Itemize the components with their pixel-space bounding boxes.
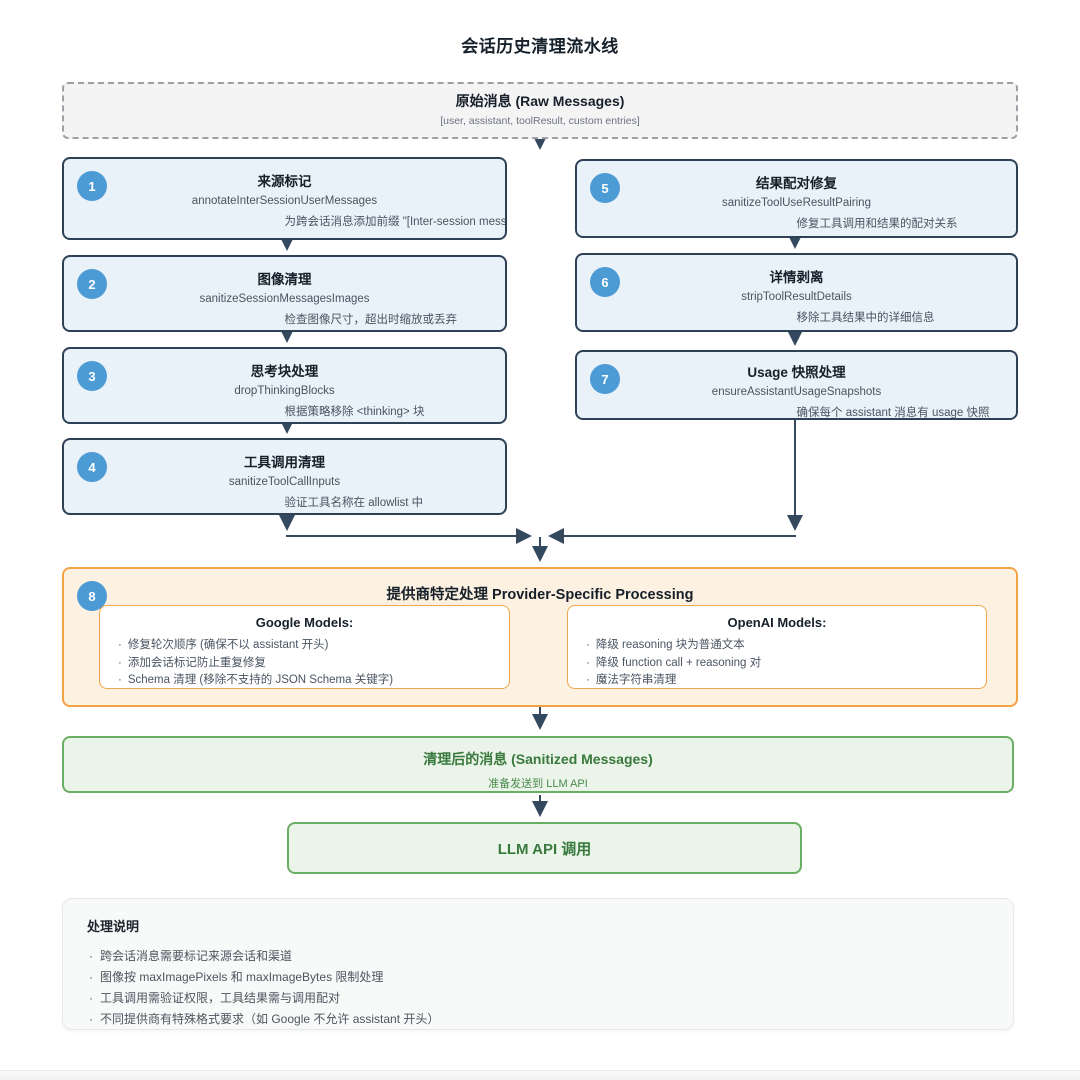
step-2-number-badge: 2 [77,269,107,299]
step-5-function: sanitizeToolUseResultPairing [722,197,871,209]
openai-models-item: 降级 function call + reasoning 对 [586,655,986,673]
raw-messages-title: 原始消息 (Raw Messages) [455,93,625,109]
step-4-node: 4 工具调用清理 sanitizeToolCallInputs 验证工具名称在 … [62,438,507,515]
google-models-item: Schema 清理 (移除不支持的 JSON Schema 关键字) [118,672,509,690]
step-2-title: 图像清理 [257,272,312,287]
step-3-function: dropThinkingBlocks [234,385,335,397]
step-6-title: 详情剥离 [769,270,824,285]
step-1-detail: 为跨会话消息添加前缀 "[Inter-session message]..." [284,216,507,228]
note-item: 图像按 maxImagePixels 和 maxImageBytes 限制处理 [89,967,989,988]
google-models-list: 修复轮次顺序 (确保不以 assistant 开头) 添加会话标记防止重复修复 … [100,637,509,690]
step-7-function: ensureAssistantUsageSnapshots [711,386,882,398]
step-6-function: stripToolResultDetails [741,291,852,303]
openai-models-list: 降级 reasoning 块为普通文本 降级 function call + r… [568,637,986,690]
openai-models-title: OpenAI Models: [727,615,827,630]
step-6-number-badge: 6 [590,267,620,297]
google-models-box: Google Models: 修复轮次顺序 (确保不以 assistant 开头… [99,605,510,689]
step-2-node: 2 图像清理 sanitizeSessionMessagesImages 检查图… [62,255,507,332]
provider-processing-title: 提供商特定处理 Provider-Specific Processing [386,587,694,603]
google-models-item: 修复轮次顺序 (确保不以 assistant 开头) [118,637,509,655]
step-1-title: 来源标记 [257,174,312,189]
step-3-node: 3 思考块处理 dropThinkingBlocks 根据策略移除 <think… [62,347,507,424]
note-item: 不同提供商有特殊格式要求（如 Google 不允许 assistant 开头） [89,1009,989,1030]
sanitized-messages-title: 清理后的消息 (Sanitized Messages) [423,751,653,767]
step-1-number-badge: 1 [77,171,107,201]
notes-title: 处理说明 [87,919,140,934]
sanitized-messages-subtitle: 准备发送到 LLM API [488,778,588,790]
step-5-node: 5 结果配对修复 sanitizeToolUseResultPairing 修复… [575,159,1018,238]
notes-panel: 处理说明 跨会话消息需要标记来源会话和渠道 图像按 maxImagePixels… [62,898,1014,1030]
note-item: 工具调用需验证权限，工具结果需与调用配对 [89,988,989,1009]
step-2-function: sanitizeSessionMessagesImages [199,293,370,305]
step-4-title: 工具调用清理 [244,455,325,470]
page-title: 会话历史清理流水线 [461,37,619,56]
step-7-node: 7 Usage 快照处理 ensureAssistantUsageSnapsho… [575,350,1018,420]
step-4-function: sanitizeToolCallInputs [228,476,341,488]
openai-models-item: 降级 reasoning 块为普通文本 [586,637,986,655]
step-3-number-badge: 3 [77,361,107,391]
step-7-title: Usage 快照处理 [747,365,846,380]
step-4-number-badge: 4 [77,452,107,482]
raw-messages-subtitle: [user, assistant, toolResult, custom ent… [440,115,640,127]
step-5-title: 结果配对修复 [756,176,837,191]
step-7-detail: 确保每个 assistant 消息有 usage 快照 [796,407,990,419]
step-6-detail: 移除工具结果中的详细信息 [796,312,935,324]
raw-messages-node: 原始消息 (Raw Messages) [user, assistant, to… [62,82,1018,139]
step-7-number-badge: 7 [590,364,620,394]
sanitized-messages-node: 清理后的消息 (Sanitized Messages) 准备发送到 LLM AP… [62,736,1014,793]
provider-processing-node: 8 提供商特定处理 Provider-Specific Processing G… [62,567,1018,707]
step-3-detail: 根据策略移除 <thinking> 块 [284,406,425,418]
step-1-node: 1 来源标记 annotateInterSessionUserMessages … [62,157,507,240]
step-1-function: annotateInterSessionUserMessages [191,195,378,207]
google-models-item: 添加会话标记防止重复修复 [118,655,509,673]
step-4-detail: 验证工具名称在 allowlist 中 [284,497,424,509]
page-bottom-edge [0,1070,1080,1080]
openai-models-item: 魔法字符串清理 [586,672,986,690]
google-models-title: Google Models: [255,615,354,630]
step-2-detail: 检查图像尺寸，超出时缩放或丢弃 [284,314,458,326]
openai-models-box: OpenAI Models: 降级 reasoning 块为普通文本 降级 fu… [567,605,987,689]
llm-api-call-node: LLM API 调用 [287,822,802,874]
note-item: 跨会话消息需要标记来源会话和渠道 [89,946,989,967]
step-5-number-badge: 5 [590,173,620,203]
step-3-title: 思考块处理 [250,364,319,379]
step-5-detail: 修复工具调用和结果的配对关系 [796,218,958,230]
notes-list: 跨会话消息需要标记来源会话和渠道 图像按 maxImagePixels 和 ma… [89,946,989,1030]
step-6-node: 6 详情剥离 stripToolResultDetails 移除工具结果中的详细… [575,253,1018,332]
